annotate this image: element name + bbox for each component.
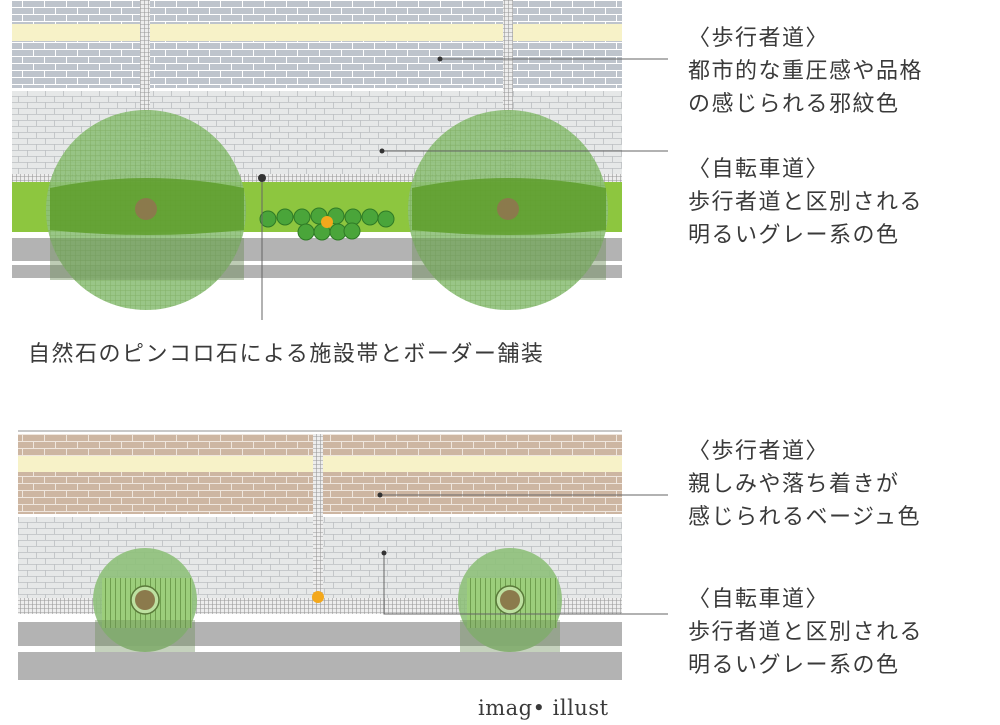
callout-line: 歩行者道と区別される	[688, 620, 924, 645]
bottom-cobble-strip	[313, 434, 323, 606]
callout-line: 親しみや落ち着きが	[688, 472, 900, 497]
tree-grate-left	[93, 548, 197, 652]
bottom-pedestrian-callout: 〈歩行者道〉 親しみや落ち着きが 感じられるベージュ色	[688, 435, 921, 534]
callout-line: 明るいグレー系の色	[688, 653, 900, 678]
top-cobble-strip-right	[503, 0, 513, 178]
shrub-cluster	[259, 207, 395, 241]
bottom-curb	[18, 614, 622, 620]
top-accent-stripe	[12, 24, 622, 41]
callout-heading: 〈自転車道〉	[688, 587, 830, 612]
top-cobble-strip-left	[140, 0, 150, 178]
callout-line: の感じられる邪紋色	[688, 92, 900, 117]
bottom-bicycle-callout: 〈自転車道〉 歩行者道と区別される 明るいグレー系の色	[688, 583, 923, 682]
callout-line: 歩行者道と区別される	[688, 190, 924, 215]
image-credit: imag• illust	[478, 696, 609, 720]
bottom-edge-line	[18, 430, 622, 432]
top-leader-lines	[258, 56, 668, 320]
top-bicycle-callout: 〈自転車道〉 歩行者道と区別される 明るいグレー系の色	[688, 153, 923, 252]
top-pedestrian-callout: 〈歩行者道〉 都市的な重圧感や品格 の感じられる邪紋色	[688, 22, 923, 121]
top-cobble-border	[12, 174, 622, 182]
callout-heading: 〈自転車道〉	[688, 157, 830, 182]
tree-canopy-left	[46, 110, 246, 310]
callout-heading: 〈歩行者道〉	[688, 26, 830, 51]
bottom-marker-orange	[312, 591, 324, 603]
top-plan	[12, 0, 668, 320]
bottom-leader-lines	[377, 492, 668, 615]
callout-line: 感じられるベージュ色	[688, 505, 922, 530]
top-road-line	[12, 261, 622, 265]
bottom-plan	[18, 430, 668, 680]
top-pedestrian-paving	[12, 0, 622, 90]
bottom-road-line	[18, 646, 622, 652]
tree-grate-right	[458, 548, 562, 652]
bottom-road-lane-2	[18, 652, 622, 680]
callout-line: 明るいグレー系の色	[688, 223, 900, 248]
top-plan-caption: 自然石のピンコロ石による施設帯とボーダー舗装	[28, 342, 545, 367]
callout-heading: 〈歩行者道〉	[688, 439, 830, 464]
tree-canopy-right	[408, 110, 608, 310]
callout-line: 都市的な重圧感や品格	[688, 59, 924, 84]
top-lane-divider	[12, 88, 622, 91]
top-marker-orange	[321, 216, 333, 228]
